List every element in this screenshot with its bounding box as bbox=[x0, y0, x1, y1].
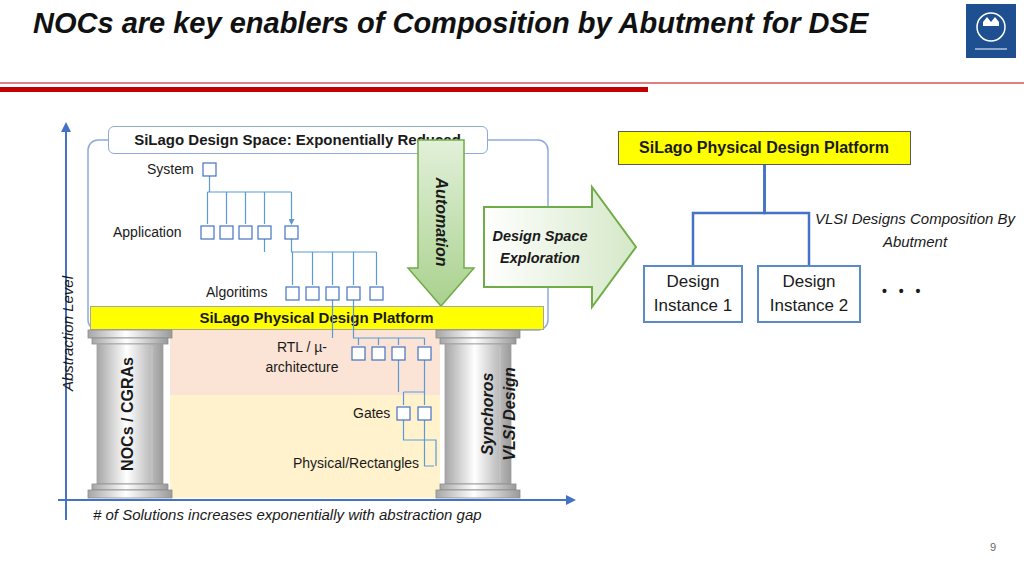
tree-line bbox=[399, 360, 425, 392]
platform-box: SiLago Physical Design Platform bbox=[618, 131, 911, 165]
pillar: Synchoros VLSI Design bbox=[436, 330, 520, 498]
instance-box: Design Instance 1 bbox=[643, 265, 743, 323]
design-space-outline bbox=[88, 140, 548, 330]
pillar: NOCs / CGRAs bbox=[88, 330, 172, 498]
level-label: RTL / µ-architecture bbox=[246, 337, 358, 377]
tree-line bbox=[208, 176, 292, 192]
tree-connector bbox=[765, 165, 810, 265]
node-text: Automation bbox=[426, 157, 456, 287]
node-text: Design Instance 1 bbox=[648, 267, 738, 321]
rtl-region bbox=[170, 330, 440, 395]
node-text: SiLago Physical Design Platform bbox=[91, 307, 542, 328]
automation-arrow: Automation bbox=[408, 140, 474, 306]
design-squares bbox=[201, 163, 431, 420]
level-label: Algoritims bbox=[206, 284, 267, 300]
node-text: NOCs / CGRAs bbox=[108, 339, 148, 489]
page-number: 9 bbox=[990, 541, 996, 553]
tree-line bbox=[293, 252, 377, 285]
title-rule bbox=[0, 83, 1024, 84]
node-text: Design Instance 2 bbox=[764, 267, 854, 321]
tree-line bbox=[265, 239, 377, 252]
platform-band: SiLago Physical Design Platform bbox=[90, 306, 544, 330]
slide-title: NOCs are key enablers of Composition by … bbox=[33, 8, 893, 39]
x-axis bbox=[58, 499, 574, 501]
level-label: System bbox=[147, 161, 194, 177]
instance-box: Design Instance 2 bbox=[757, 265, 861, 323]
physical-region bbox=[170, 395, 440, 498]
level-label: Gates bbox=[353, 405, 390, 421]
level-label: Physical/Rectangles bbox=[293, 455, 419, 471]
level-label: Application bbox=[113, 224, 182, 240]
dse-arrow: Design Space Exploration bbox=[484, 187, 636, 307]
title-bar bbox=[0, 87, 648, 92]
tree-line bbox=[404, 392, 425, 405]
axis-label: Abstraction Level bbox=[59, 254, 76, 414]
node-text: Design Space Exploration bbox=[486, 207, 594, 287]
annotation: VLSI Designs Composition By Abutment bbox=[810, 207, 1020, 253]
ellipsis: • • • bbox=[882, 283, 924, 299]
tree-line bbox=[359, 338, 425, 345]
tree-line bbox=[208, 192, 292, 224]
kth-logo bbox=[966, 4, 1016, 58]
arrow-shape bbox=[484, 187, 636, 307]
node-text: SiLago Physical Design Platform bbox=[619, 132, 909, 163]
axis-label: # of Solutions increases exponentially w… bbox=[93, 506, 482, 523]
node-text: Synchoros VLSI Design bbox=[473, 357, 523, 472]
tree-connector bbox=[693, 165, 765, 265]
